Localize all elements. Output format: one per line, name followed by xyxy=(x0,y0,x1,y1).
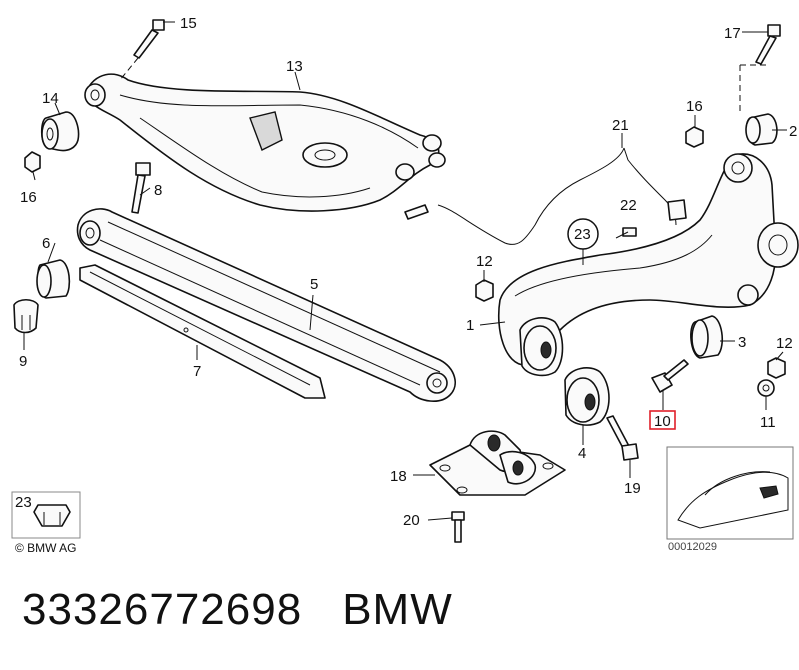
callout-16-right: 16 xyxy=(686,98,703,115)
callout-16-left: 16 xyxy=(20,189,37,206)
callout-18: 18 xyxy=(390,468,407,485)
callout-12-left: 12 xyxy=(476,253,493,270)
footer-caption: 33326772698 BMW xyxy=(22,585,493,635)
clip-23-inset xyxy=(11,491,81,539)
nut-16-left xyxy=(24,151,41,173)
callout-14: 14 xyxy=(42,90,59,107)
bushing-main xyxy=(519,317,564,377)
nut-12-right xyxy=(767,357,786,379)
callout-3: 3 xyxy=(738,334,746,351)
callout-8: 8 xyxy=(154,182,162,199)
reference-code: 00012029 xyxy=(668,541,717,553)
bushing-6 xyxy=(36,259,71,299)
callout-13: 13 xyxy=(286,58,303,75)
callout-10: 10 xyxy=(654,413,671,430)
lower-lateral-arm xyxy=(76,208,456,402)
bushing-14 xyxy=(40,111,80,152)
callout-12-right: 12 xyxy=(776,335,793,352)
callout-15: 15 xyxy=(180,15,197,32)
callout-17: 17 xyxy=(724,25,741,42)
leader-lines xyxy=(23,21,787,521)
callout-22: 22 xyxy=(620,197,637,214)
bolt-10 xyxy=(651,359,689,393)
car-locator-inset xyxy=(666,446,794,540)
bushing-4 xyxy=(564,367,610,426)
callout-4: 4 xyxy=(578,445,586,462)
bolt-19 xyxy=(606,415,639,461)
bracket-18 xyxy=(429,430,566,496)
callout-19: 19 xyxy=(624,480,641,497)
callout-23-inset: 23 xyxy=(15,494,32,511)
callout-5: 5 xyxy=(310,276,318,293)
callout-20: 20 xyxy=(403,512,420,529)
callout-9: 9 xyxy=(19,353,27,370)
callout-11: 11 xyxy=(760,414,776,431)
screw-22 xyxy=(622,227,637,237)
callout-1: 1 xyxy=(466,317,474,334)
bushing-9 xyxy=(13,298,39,334)
callout-23-circle xyxy=(567,218,599,250)
highlight-box-10 xyxy=(649,410,676,430)
callout-21: 21 xyxy=(612,117,629,134)
bolt-8 xyxy=(131,162,151,214)
part-number: 33326772698 xyxy=(22,585,303,634)
sensor-cable-21 xyxy=(404,147,687,245)
bushing-3 xyxy=(690,315,724,359)
bolt-15 xyxy=(119,19,165,81)
upper-control-arm xyxy=(84,73,446,212)
callout-7: 7 xyxy=(193,363,201,380)
cover-strip-7 xyxy=(79,264,326,399)
copyright-notice: © BMW AG xyxy=(15,541,77,555)
bolt-20 xyxy=(451,511,465,543)
callout-2: 2 xyxy=(789,123,797,140)
bushing-2 xyxy=(745,113,778,146)
nut-12-left xyxy=(475,279,494,302)
washer-11 xyxy=(757,379,775,397)
callout-23-main: 23 xyxy=(574,226,591,243)
wheel-carrier xyxy=(497,153,799,366)
brand-name: BMW xyxy=(342,585,453,634)
bolt-17 xyxy=(739,24,781,115)
callout-6: 6 xyxy=(42,235,50,252)
nut-16-right xyxy=(685,126,704,148)
